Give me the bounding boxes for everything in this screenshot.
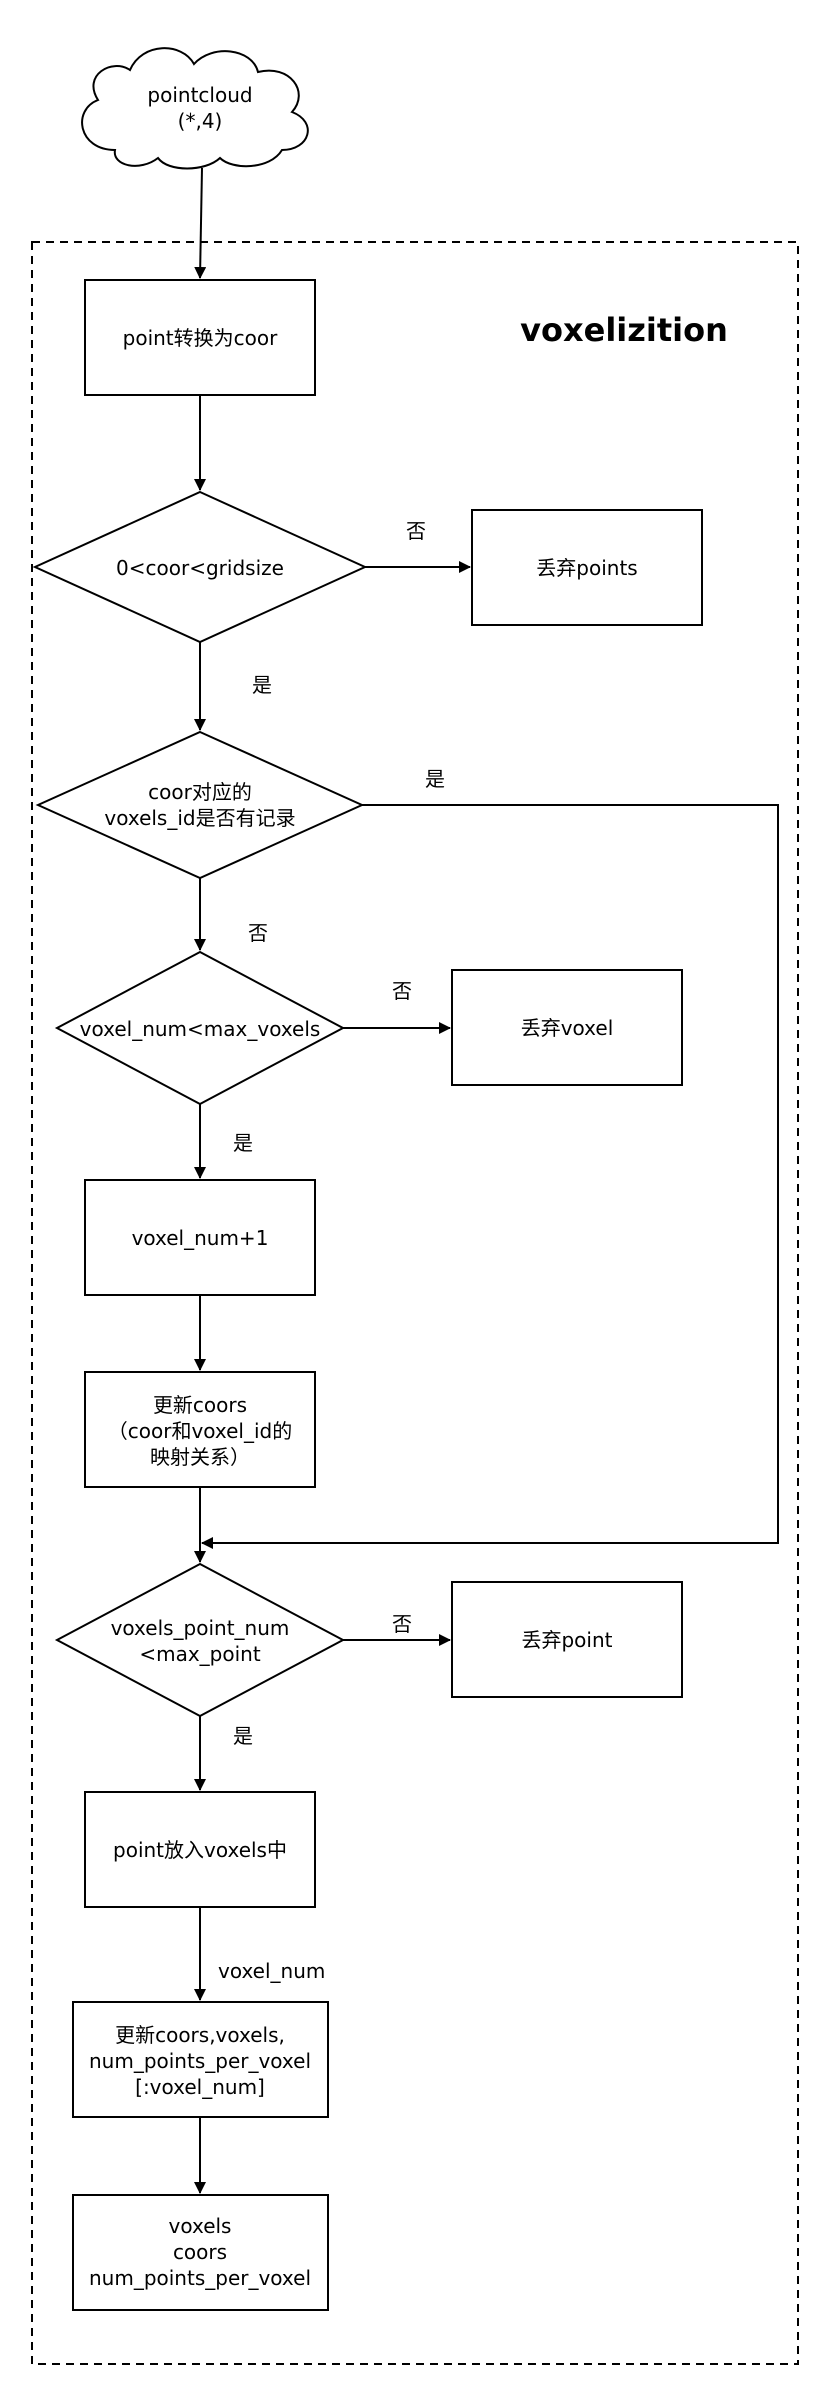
update-coors-label: 更新coors （coor和voxel_id的 映射关系）	[108, 1393, 292, 1469]
voxel-recorded-label: coor对应的 voxels_id是否有记录	[104, 780, 295, 830]
edge-label-voxelnum-yes: 是	[233, 1131, 253, 1155]
update-coors-box	[84, 1371, 316, 1488]
output-box	[72, 2194, 329, 2311]
put-point-box	[84, 1791, 316, 1908]
svg-text:更新coors: 更新coors	[153, 1393, 247, 1417]
voxel-num-label: voxel_num<max_voxels	[80, 1017, 321, 1041]
svg-text:pointcloud: pointcloud	[147, 83, 252, 107]
point-num-label: voxels_point_num <max_point	[111, 1616, 290, 1666]
svg-text:（coor和voxel_id的: （coor和voxel_id的	[108, 1419, 292, 1443]
voxel-recorded-decision	[35, 730, 365, 880]
pointcloud-cloud	[81, 47, 309, 170]
svg-text:更新coors,voxels,: 更新coors,voxels,	[115, 2023, 285, 2047]
point-num-decision	[54, 1562, 346, 1718]
voxel-num-increment-label: voxel_num+1	[132, 1226, 269, 1250]
drop-points-label: 丢弃points	[536, 556, 637, 580]
edge-label-voxel-num: voxel_num	[218, 1959, 325, 1983]
output-label: voxels coors num_points_per_voxel	[89, 2214, 311, 2290]
svg-text:[:voxel_num]: [:voxel_num]	[135, 2075, 265, 2099]
edge-label-coor-yes: 是	[252, 673, 272, 697]
edge-label-recorded-yes: 是	[425, 767, 445, 791]
svg-text:coors: coors	[173, 2240, 227, 2264]
svg-text:num_points_per_voxel: num_points_per_voxel	[89, 2049, 311, 2073]
svg-text:coor对应的: coor对应的	[148, 780, 252, 804]
pointcloud-label: pointcloud (*,4)	[147, 83, 252, 133]
drop-voxel-label: 丢弃voxel	[521, 1016, 614, 1040]
edge-label-recorded-no: 否	[248, 921, 268, 945]
edge-label-pointnum-yes: 是	[233, 1724, 253, 1748]
container-title: voxelizition	[520, 311, 728, 349]
drop-point-box	[451, 1581, 683, 1698]
drop-point-label: 丢弃point	[521, 1628, 612, 1652]
svg-text:num_points_per_voxel: num_points_per_voxel	[89, 2266, 311, 2290]
drop-voxel-box	[451, 969, 683, 1086]
point-to-coor-label: point转换为coor	[123, 326, 278, 350]
svg-text:voxels_id是否有记录: voxels_id是否有记录	[104, 806, 295, 830]
update-all-label: 更新coors,voxels, num_points_per_voxel [:v…	[89, 2023, 311, 2099]
edge-label-coor-no: 否	[406, 519, 426, 543]
edge-recorded-yes-loop	[201, 804, 779, 1549]
svg-text:映射关系）: 映射关系）	[150, 1445, 250, 1469]
coor-range-label: 0<coor<gridsize	[116, 556, 284, 580]
drop-points-box	[471, 509, 703, 626]
edge-cloud-to-convert	[194, 167, 207, 279]
svg-text:(*,4): (*,4)	[178, 109, 223, 133]
svg-text:<max_point: <max_point	[139, 1642, 260, 1666]
edge-label-pointnum-no: 否	[392, 1612, 412, 1636]
put-point-label: point放入voxels中	[113, 1838, 287, 1862]
svg-text:voxels: voxels	[169, 2214, 232, 2238]
voxelization-container	[31, 241, 799, 2365]
svg-text:voxels_point_num: voxels_point_num	[111, 1616, 290, 1640]
edge-label-voxelnum-no: 否	[392, 979, 412, 1003]
